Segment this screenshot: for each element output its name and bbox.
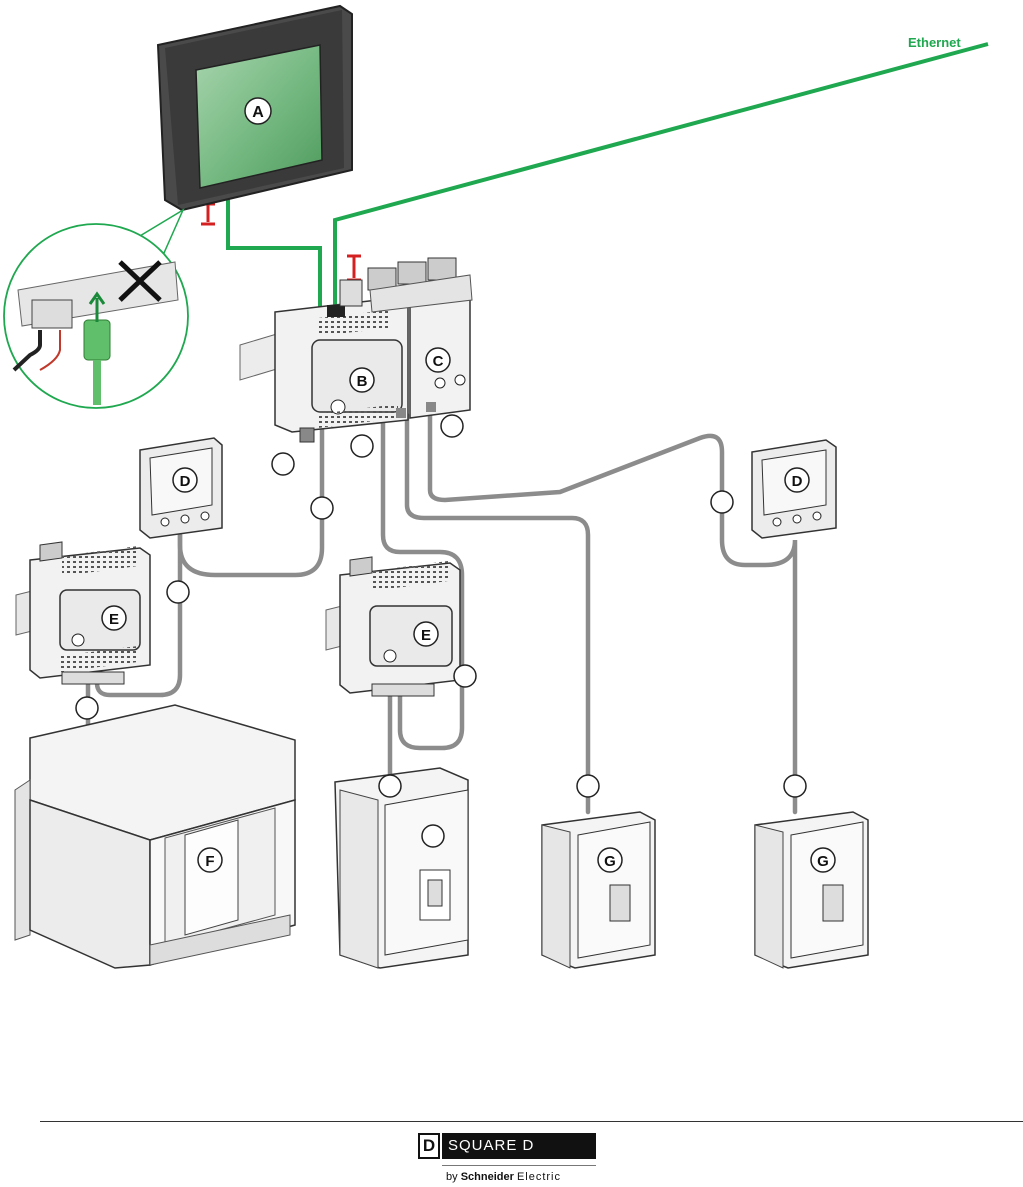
breaker-small-1: G [541,811,656,969]
label-d-right: D [792,473,803,490]
label-d-left: D [180,473,191,490]
ifm-module-middle: E [325,556,461,697]
logo-rule [442,1165,596,1166]
ethernet-cables [226,42,989,316]
callout-circle [310,496,334,520]
callout-circle [271,452,295,476]
ethernet-label: Ethernet [908,35,961,50]
breaker-small-2: G [754,811,869,969]
callout-circle [421,824,445,848]
not-allowed-cross-icon [118,260,162,302]
label-f: F [205,853,214,870]
breaker-large: F [14,704,296,969]
tagline-suffix: Electric [516,1171,561,1183]
cable-callouts [75,414,807,848]
logo-brand: SQUARE D [442,1133,596,1159]
callout-circle [710,490,734,514]
callout-circle [350,434,374,458]
callout-circle [783,774,807,798]
label-b: B [357,373,368,390]
fdm-display-left: D [139,437,223,539]
ifm-second-module: C [367,257,473,419]
ifm-module-left: E [15,541,151,685]
connector-zoom-callout [3,208,189,409]
logo-mark: D [418,1133,440,1159]
label-g-1: G [604,853,616,870]
callout-circle [75,696,99,720]
terminator-right [347,254,361,282]
callout-circle [453,664,477,688]
logo-tagline: by Schneider Electric [446,1171,561,1183]
tagline-brand: Schneider [460,1171,514,1183]
label-g-2: G [817,853,829,870]
terminator-left [201,202,215,226]
callout-circle [378,774,402,798]
label-e-middle: E [421,627,431,644]
tagline-by: by [446,1171,458,1183]
display-unit: A [156,4,353,212]
ifm-main-module: B [239,279,409,443]
callout-circle [440,414,464,438]
label-e-left: E [109,611,119,628]
label-a: A [252,104,264,121]
callout-circle [576,774,600,798]
fdm-display-right: D [751,439,837,539]
breaker-medium [334,767,469,969]
label-c: C [433,353,444,370]
square-d-logo: D SQUARE D by Schneider Electric [418,1133,598,1185]
callout-circle [166,580,190,604]
footer-divider [40,1121,1023,1122]
